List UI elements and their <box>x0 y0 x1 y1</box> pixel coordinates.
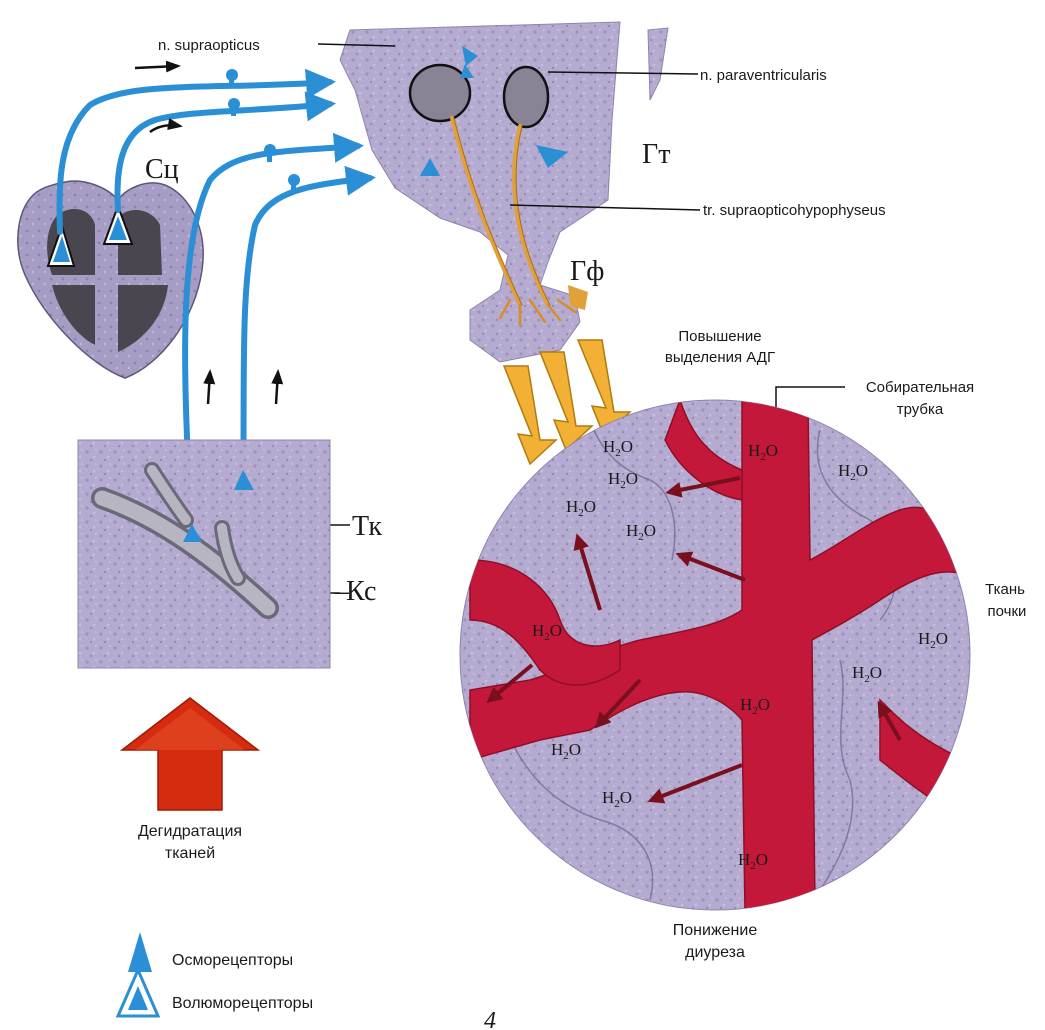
diuresis-label: Понижение <box>673 922 758 939</box>
dehydration-label: тканей <box>165 845 215 862</box>
legend-osmoreceptors-label: Осморецепторы <box>172 952 293 969</box>
legend-volumoreceptors-label: Волюморецепторы <box>172 995 313 1012</box>
kidney-tissue-label: Ткань <box>985 581 1025 598</box>
diuresis-label: диуреза <box>685 944 745 961</box>
tract-label: tr. supraopticohypophyseus <box>703 202 886 219</box>
pituitary-label: Гф <box>570 256 604 287</box>
legend-icons <box>118 932 158 1016</box>
n-paraventricularis-label: n. paraventricularis <box>700 67 827 84</box>
capillary-label: Кс <box>346 576 376 607</box>
kidney-magnified-view <box>460 400 970 910</box>
tissue-block <box>78 440 330 668</box>
n-supraopticus-label: n. supraopticus <box>158 37 260 54</box>
paraventricularis-nucleus <box>504 67 548 127</box>
collecting-duct-label: трубка <box>897 401 944 418</box>
figure-number: 4 <box>484 1008 496 1030</box>
svg-text:–: – <box>334 576 350 607</box>
tissue-label: Тк <box>352 511 382 542</box>
kidney-tissue-label: почки <box>988 603 1027 620</box>
heart-label: Сц <box>145 154 179 185</box>
osmoreceptor-legend-icon <box>128 932 152 972</box>
supraopticus-nucleus <box>410 65 470 121</box>
hypothalamus-label: Гт <box>642 139 670 170</box>
dehydration-arrow <box>122 698 258 810</box>
collecting-duct-label: Собирательная <box>866 379 974 396</box>
adh-release-label: выделения АДГ <box>665 349 775 366</box>
heart <box>18 181 203 378</box>
adh-release-label: Повышение <box>678 328 761 345</box>
dehydration-label: Дегидратация <box>138 823 242 840</box>
